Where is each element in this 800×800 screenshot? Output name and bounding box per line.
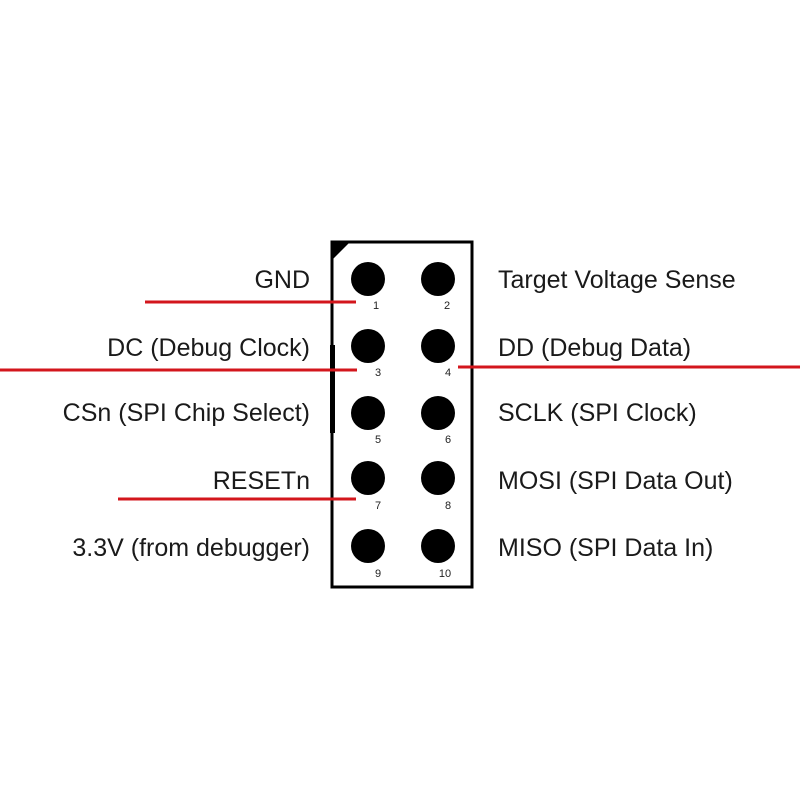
pin1-key-notch <box>332 242 350 260</box>
pin-6-label: SCLK (SPI Clock) <box>498 399 697 427</box>
pin-2-number: 2 <box>444 300 450 312</box>
pin-7-number: 7 <box>375 500 381 512</box>
pin-5-number: 5 <box>375 434 381 446</box>
pin-6-number: 6 <box>445 434 451 446</box>
pin-1-label: GND <box>254 266 310 294</box>
pin-4-number: 4 <box>445 367 451 379</box>
pin-8-number: 8 <box>445 500 451 512</box>
polarity-key-slot <box>330 345 335 433</box>
pin-10-label: MISO (SPI Data In) <box>498 534 713 562</box>
pin-3: 3 <box>351 329 385 379</box>
pin-7-label: RESETn <box>213 467 310 495</box>
pin-4: 4 <box>421 329 455 379</box>
pin-6-contact <box>421 396 455 430</box>
pin-2-contact <box>421 262 455 296</box>
pin-8: 8 <box>421 461 455 512</box>
pin-9: 9 <box>351 529 385 580</box>
pin-4-contact <box>421 329 455 363</box>
pin-8-label: MOSI (SPI Data Out) <box>498 467 733 495</box>
pin-9-number: 9 <box>375 568 381 580</box>
pin-10: 10 <box>421 529 455 580</box>
pin-7: 7 <box>351 461 385 512</box>
pin-8-contact <box>421 461 455 495</box>
pin-2-label: Target Voltage Sense <box>498 266 736 294</box>
pin-5-label: CSn (SPI Chip Select) <box>63 399 310 427</box>
pin-9-contact <box>351 529 385 563</box>
pin-1: 1 <box>351 262 385 312</box>
pin-6: 6 <box>421 396 455 446</box>
pin-2: 2 <box>421 262 455 312</box>
pin-4-label: DD (Debug Data) <box>498 334 691 362</box>
pin-10-number: 10 <box>439 568 451 580</box>
pin-5: 5 <box>351 396 385 446</box>
pin-3-number: 3 <box>375 367 381 379</box>
pin-1-number: 1 <box>373 300 379 312</box>
pin-5-contact <box>351 396 385 430</box>
pin-10-contact <box>421 529 455 563</box>
pin-1-contact <box>351 262 385 296</box>
pin-3-contact <box>351 329 385 363</box>
pin-7-contact <box>351 461 385 495</box>
pin-3-label: DC (Debug Clock) <box>107 334 310 362</box>
pin-9-label: 3.3V (from debugger) <box>72 534 310 562</box>
